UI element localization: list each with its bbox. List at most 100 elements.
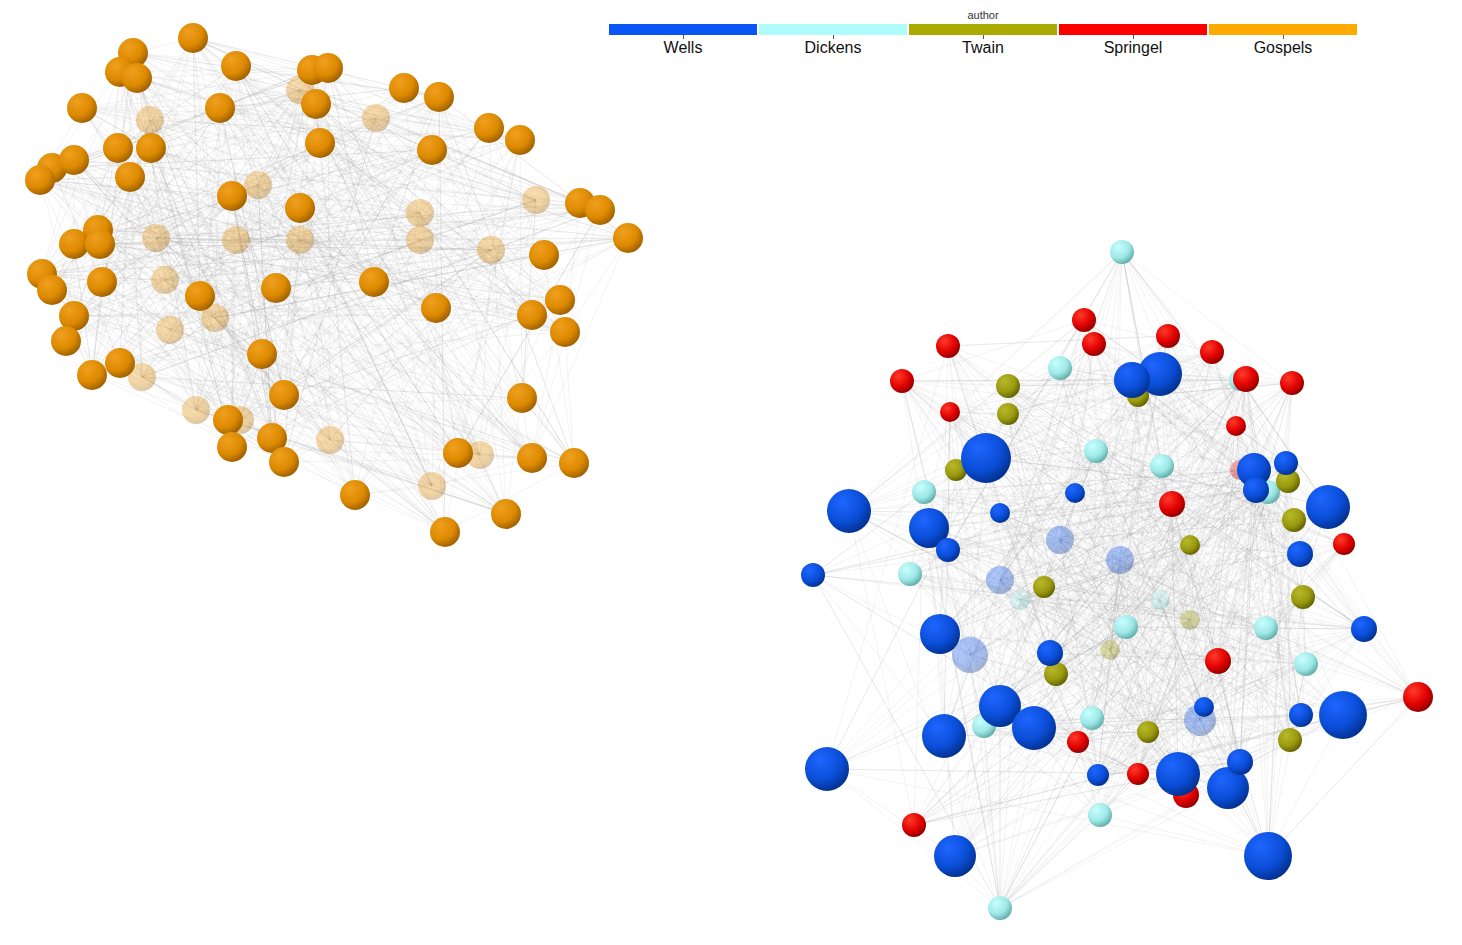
graph-edge [940, 344, 1094, 634]
graph-edge [1190, 620, 1240, 762]
graph-edge [849, 511, 914, 825]
graph-edge [1122, 252, 1328, 507]
graph-edge [258, 185, 480, 455]
graph-edge [491, 250, 532, 458]
graph-edge [902, 381, 1418, 697]
graph-edge [439, 97, 628, 238]
graph-edge [1092, 466, 1162, 718]
graph-edge [300, 90, 506, 514]
graph-edge [215, 108, 220, 318]
graph-edge [1204, 507, 1328, 707]
graph-edge [42, 274, 445, 532]
graph-edge [1000, 336, 1168, 580]
graph-edge [910, 574, 1100, 815]
graph-edge [1060, 451, 1096, 540]
graph-edge [258, 185, 436, 308]
graph-edge [532, 238, 628, 458]
graph-edge [940, 634, 1178, 774]
graph-edge [142, 377, 355, 495]
graph-sphere [406, 199, 434, 227]
graph-edge [272, 438, 506, 514]
graph-edge [849, 380, 1132, 511]
graph-sphere [182, 396, 210, 424]
graph-edge [1138, 396, 1294, 520]
graph-edge [74, 128, 489, 244]
graph-edge [1138, 352, 1212, 396]
graph-edge [1122, 252, 1266, 628]
graph-sphere [362, 104, 390, 132]
graph-sphere [406, 226, 434, 254]
graph-edges [40, 38, 628, 532]
graph-edge [432, 332, 565, 486]
graph-edge [1268, 664, 1306, 856]
graph-edge [52, 290, 445, 532]
graph-edge [300, 150, 432, 208]
graph-edge [272, 438, 506, 514]
graph-edge [914, 463, 1286, 825]
graph-edge [948, 346, 1056, 674]
graph-edge [137, 78, 258, 185]
graph-edge [1000, 544, 1344, 908]
graph-edge [902, 381, 984, 726]
graph-edge [420, 240, 458, 453]
graph-sphere [142, 224, 170, 252]
graph-edge [1240, 380, 1328, 507]
graph-sphere [286, 226, 314, 254]
graph-edge [142, 377, 445, 532]
graph-sphere [244, 171, 272, 199]
graph-edge [284, 395, 532, 458]
graph-edge [74, 160, 284, 395]
graph-edge [420, 213, 574, 463]
graph-edge [1075, 493, 1160, 600]
graph-edge [1148, 481, 1288, 732]
graph-edge [948, 490, 1256, 550]
graph-edge [1008, 386, 1364, 629]
graph-edge [151, 148, 284, 462]
graph-edge [1096, 451, 1364, 629]
graph-edge [74, 160, 284, 395]
graph-edge [120, 53, 133, 363]
graph-edge [142, 240, 300, 377]
graph-edge [66, 128, 489, 341]
graph-edge [439, 97, 628, 238]
graph-edge [1300, 554, 1418, 697]
graph-edge [120, 72, 420, 240]
graph-edge [1098, 544, 1344, 775]
graph-edge [948, 550, 1110, 650]
graph-edge [74, 316, 272, 438]
graph-edge [1000, 706, 1001, 908]
graph-edge [193, 38, 565, 332]
graph-edge [120, 72, 628, 238]
graph-edge [1212, 352, 1306, 664]
graph-edge [320, 97, 439, 143]
graph-edge [948, 336, 1168, 346]
graph-edge [40, 180, 228, 420]
graph-edge [193, 38, 532, 315]
graph-edge [1228, 470, 1240, 788]
graph-edge [1000, 466, 1162, 706]
graph-sphere [178, 23, 208, 53]
graph-edge [74, 160, 284, 395]
graph-edge [984, 336, 1168, 726]
graph-sphere [136, 106, 164, 134]
graph-edge [74, 315, 532, 316]
graph-edge [944, 507, 1328, 736]
graph-edge [929, 528, 955, 856]
graph-edge [40, 118, 376, 180]
graph-edge [1060, 383, 1292, 540]
graph-edge [300, 90, 480, 455]
graph-sphere [221, 51, 251, 81]
graph-edge [92, 375, 506, 514]
graph-edge [284, 315, 532, 395]
graph-edge [948, 336, 1168, 346]
graph-sphere [477, 236, 505, 264]
graph-edge [1240, 380, 1328, 507]
graph-edge [151, 148, 506, 514]
graph-edge [827, 426, 1236, 769]
graph-edge [215, 240, 300, 318]
graph-edge [133, 53, 536, 200]
graph-sphere [156, 316, 184, 344]
graph-edge [1092, 426, 1236, 718]
graph-edge [948, 346, 1092, 718]
